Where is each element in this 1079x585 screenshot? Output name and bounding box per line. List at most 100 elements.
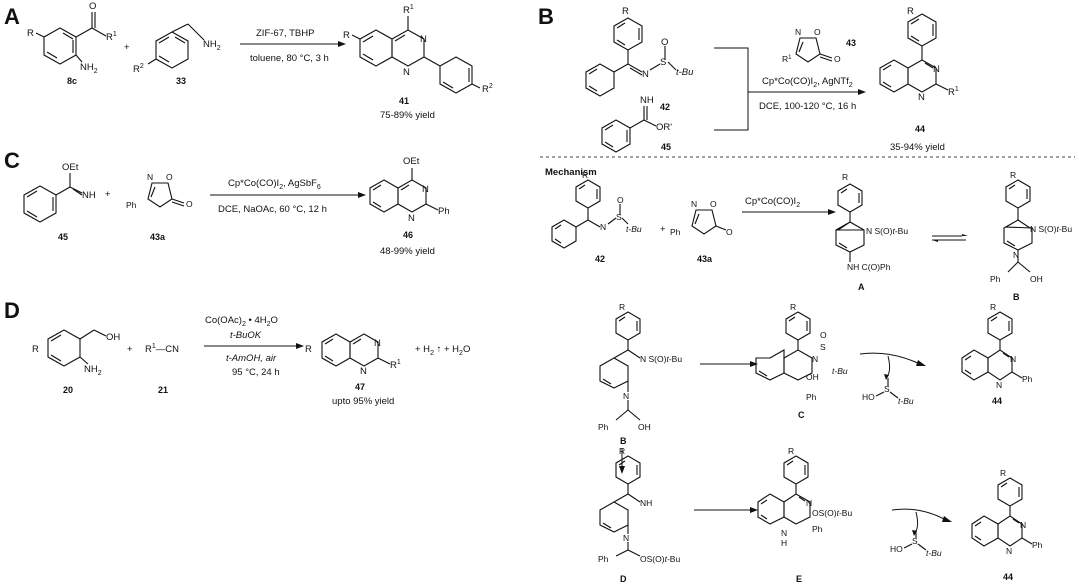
d-atom-nh: NH xyxy=(640,498,652,508)
e-atom-n: N xyxy=(806,498,812,508)
atom-o-43a: O xyxy=(166,172,173,182)
intermediate-label-b1: B xyxy=(1013,292,1020,302)
mech-plus: + xyxy=(660,224,666,235)
intermediate-label-d: D xyxy=(620,574,627,584)
mech-atom-o-42: O xyxy=(617,195,624,205)
conditions-a-bottom: toluene, 80 °C, 3 h xyxy=(250,53,329,64)
atom-nh2: NH2 xyxy=(80,62,98,75)
atom-o: O xyxy=(89,1,96,12)
c-atom-o: O xyxy=(820,330,827,340)
compound-43 xyxy=(795,37,833,63)
panel-label-b: B xyxy=(538,4,554,29)
bracket xyxy=(714,47,749,131)
conditions-b-line2: DCE, 100-120 °C, 16 h xyxy=(759,101,856,112)
a-group-sotbu: N S(O)t-Bu xyxy=(866,226,908,236)
mech-number-42: 42 xyxy=(595,254,605,264)
atom-r1-product: R1 xyxy=(403,4,414,16)
mech-atom-tbu-42: t-Bu xyxy=(626,224,642,234)
b2-atom-n: N xyxy=(623,391,629,401)
compound-46 xyxy=(369,168,439,213)
b2-atom-r: R xyxy=(619,302,625,312)
intermediate-label-a: A xyxy=(858,282,865,292)
atom-n1-47: N xyxy=(374,338,381,349)
compound-number-33: 33 xyxy=(176,76,186,86)
p1-atom-n2: N xyxy=(996,380,1002,390)
mech-conditions: Cp*Co(CO)I2 xyxy=(745,196,800,209)
d-atom-r: R xyxy=(619,446,625,456)
b1-group-oh: OH xyxy=(1030,274,1043,284)
yield-d: upto 95% yield xyxy=(332,396,394,407)
atom-n1-44: N xyxy=(933,64,940,75)
e-group-ph: Ph xyxy=(812,524,823,534)
sulfinic-tbu-1: t-Bu xyxy=(898,396,914,406)
a-group-nhcoph: NH C(O)Ph xyxy=(847,262,891,272)
atom-n2-46: N xyxy=(408,213,415,224)
atom-r1-47: R1 xyxy=(390,359,401,371)
atom-oh-20: OH xyxy=(106,332,120,343)
conditions-d-line1: Co(OAc)2 • 4H2O xyxy=(205,315,278,328)
p2-atom-n1: N xyxy=(1020,520,1026,530)
plus-sign: + xyxy=(124,42,130,53)
mech-product-44-2 xyxy=(971,477,1033,547)
atom-nh-45: NH xyxy=(640,95,654,106)
panel-c-scheme: OEt NH 45 + N O Ph O 43a Cp*Co(CO)I2, Ag… xyxy=(23,156,450,257)
compound-number-47: 47 xyxy=(355,382,365,392)
compound-44-b xyxy=(879,13,949,93)
atom-o2-43: O xyxy=(834,54,841,64)
panel-d-scheme: R OH NH2 20 + R1—CN 21 Co(OAc)2 • 4H2O t… xyxy=(32,315,470,407)
conditions-d-line2: t-BuOK xyxy=(230,330,262,341)
p1-atom-ph: Ph xyxy=(1022,374,1033,384)
atom-r-44: R xyxy=(907,6,914,17)
atom-r-42: R xyxy=(622,6,629,17)
compound-45-c xyxy=(23,173,83,223)
intermediate-a xyxy=(835,183,865,262)
atom-n-42: N xyxy=(642,69,649,80)
b1-atom-n: N xyxy=(1013,250,1019,260)
intermediate-d xyxy=(599,455,641,557)
plus-sign-c: + xyxy=(105,189,111,200)
intermediate-label-b2: B xyxy=(620,436,627,446)
b1-group-sotbu: N S(O)t-Bu xyxy=(1030,224,1072,234)
atom-r1-43: R1 xyxy=(782,54,792,64)
atom-o-42: O xyxy=(661,37,668,48)
d-group-ph: Ph xyxy=(598,554,609,564)
a-atom-r: R xyxy=(842,172,848,182)
compound-45-b xyxy=(601,106,657,153)
atom-o1-43: O xyxy=(814,27,821,37)
compound-number-43a-c: 43a xyxy=(150,232,166,242)
atom-tbu-42: t-Bu xyxy=(676,67,694,78)
c-atom-s: S xyxy=(820,342,826,352)
sulfinic-acid-1: HO xyxy=(862,392,875,402)
atom-s-42: S xyxy=(660,57,666,68)
atom-n-product: N xyxy=(420,34,427,45)
p1-atom-n1: N xyxy=(1010,354,1016,364)
mech-number-43a: 43a xyxy=(697,254,713,264)
p2-atom-ph: Ph xyxy=(1032,540,1043,550)
b2-group-oh: OH xyxy=(638,422,651,432)
atom-n2-47: N xyxy=(360,366,367,377)
compound-number-45-b: 45 xyxy=(661,142,671,152)
conditions-b-line1: Cp*Co(CO)I2, AgNTf2 xyxy=(762,76,853,89)
c-atom-r: R xyxy=(790,302,796,312)
compound-33 xyxy=(147,23,205,69)
compound-number-41: 41 xyxy=(399,96,409,106)
compound-8c xyxy=(35,12,107,65)
mech-product-44-1 xyxy=(961,311,1023,381)
sulfinic-acid-2: HO xyxy=(890,544,903,554)
intermediate-label-c: C xyxy=(798,410,805,420)
e-atom-nh: N xyxy=(781,528,787,538)
compound-number-46: 46 xyxy=(403,230,413,240)
compound-number-8c: 8c xyxy=(67,76,77,86)
mech-number-44-1: 44 xyxy=(992,396,1002,406)
atom-nh-45c: NH xyxy=(82,190,96,201)
atom-n2-44: N xyxy=(918,92,925,103)
compound-47 xyxy=(321,333,391,367)
c-group-oh: OH xyxy=(806,372,819,382)
atom-ph-43a: Ph xyxy=(126,200,137,210)
d-atom-n: N xyxy=(623,533,629,543)
e-group-osotbu: OS(O)t-Bu xyxy=(812,508,852,518)
intermediate-c xyxy=(755,311,813,381)
mechanism-scheme: Mechanism R N S O t-Bu 42 + N O xyxy=(545,167,1072,584)
c-atom-n: N xyxy=(812,354,818,364)
